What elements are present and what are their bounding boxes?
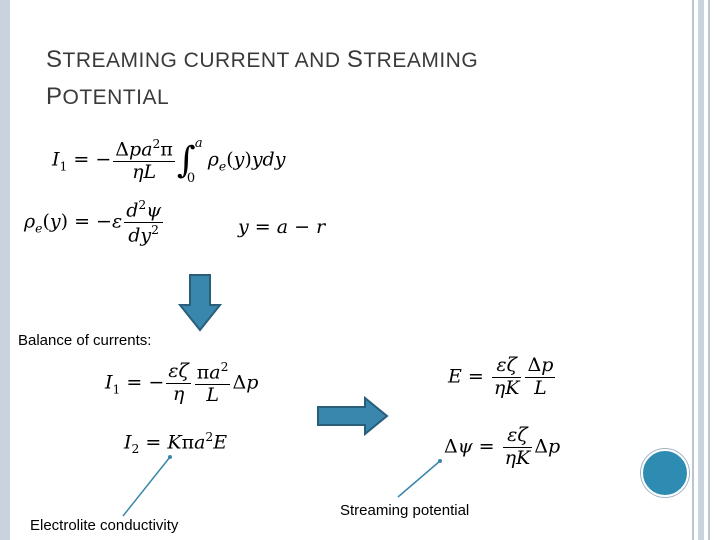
slide-frame-left [0, 0, 10, 540]
conductivity-label: Electrolite conductivity [30, 517, 179, 534]
balance-label: Balance of currents: [18, 332, 152, 349]
streaming-potential-label: Streaming potential [340, 502, 470, 519]
right-arrow-icon [317, 395, 389, 437]
conductivity-pointer-line [122, 456, 171, 517]
equation-coordinate: y = a − r [238, 216, 326, 238]
potential-pointer-line [397, 460, 441, 498]
equation-current-i2: I2 = Kπa2E [124, 430, 228, 457]
decorative-dot [641, 449, 689, 497]
down-arrow-icon [177, 274, 223, 332]
slide-frame-right [688, 0, 720, 540]
page-title: STREAMING CURRENT AND STREAMING POTENTIA… [46, 46, 479, 110]
